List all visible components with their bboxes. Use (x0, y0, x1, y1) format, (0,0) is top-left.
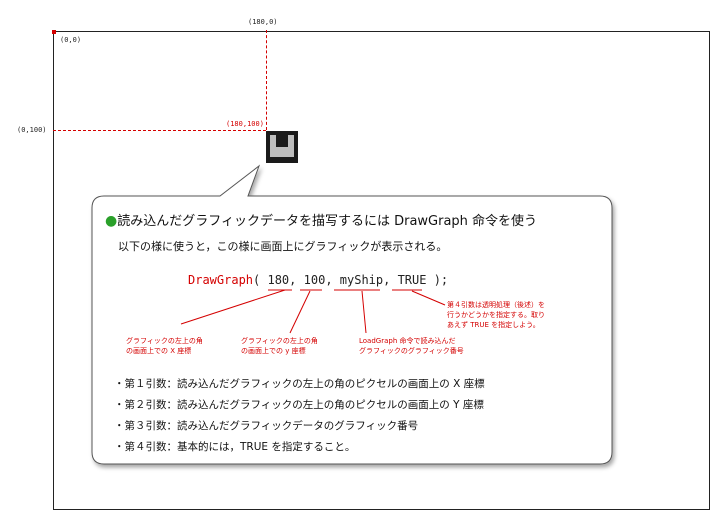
horizontal-guide-line (53, 130, 266, 131)
code-arg-4: TRUE (397, 273, 427, 287)
origin-marker (52, 30, 56, 34)
coord-label-origin: (0,0) (60, 36, 82, 44)
code-sep-1: , (289, 273, 304, 287)
code-arg-2: 100 (303, 273, 326, 287)
note-arg-1: グラフィックの左上の角 の画面上での X 座標 (126, 337, 203, 355)
list-item: ・第４引数：基本的には，TRUE を指定すること。 (114, 441, 356, 453)
argument-list: ・第１引数：読み込んだグラフィックの左上の角のピクセルの画面上の X 座標 ・第… (114, 376, 485, 460)
intro-text: 以下の様に使うと，この様に画面上にグラフィックが表示される。 (118, 240, 448, 253)
code-line: DrawGraph( 180, 100, myShip, TRUE ); (188, 273, 448, 287)
list-item: ・第１引数：読み込んだグラフィックの左上の角のピクセルの画面上の X 座標 (114, 378, 485, 390)
pointer-line-4 (411, 290, 446, 306)
pointer-line-3 (361, 290, 367, 334)
list-item: ・第２引数：読み込んだグラフィックの左上の角のピクセルの画面上の Y 座標 (114, 399, 484, 411)
code-sep-3: , (383, 273, 398, 287)
code-sep-2: , (325, 273, 340, 287)
heading-text: 読み込んだグラフィックデータを描写するには DrawGraph 命令を使う (117, 214, 538, 229)
pointer-lines (180, 289, 446, 334)
code-open-paren: ( (253, 273, 268, 287)
vertical-guide-line (266, 30, 267, 130)
coord-label-top: (180,0) (248, 18, 278, 26)
code-arg-1: 180 (267, 273, 290, 287)
bullet-dot-icon: ● (105, 213, 118, 229)
code-arg-3: myShip (339, 273, 384, 287)
pointer-line-2 (289, 290, 311, 334)
pointer-line-1 (180, 289, 286, 325)
coord-label-point: (180,100) (226, 120, 264, 128)
list-item: ・第３引数：読み込んだグラフィックデータのグラフィック番号 (114, 420, 419, 432)
note-arg-3: LoadGraph 命令で読み込んだ グラフィックのグラフィック番号 (359, 337, 464, 355)
coord-label-left: (0,100) (17, 126, 47, 134)
code-func: DrawGraph (188, 273, 254, 287)
note-arg-2: グラフィックの左上の角 の画面上での y 座標 (241, 337, 318, 355)
note-arg-4: 第４引数は透明処理（後述）を 行うかどうかを指定する。取り あえず TRUE を… (447, 301, 545, 329)
code-close-paren: ); (426, 273, 449, 287)
section-heading: ●読み込んだグラフィックデータを描写するには DrawGraph 命令を使う (105, 210, 537, 229)
ship-sprite-icon (266, 131, 298, 163)
speech-bubble (91, 164, 613, 465)
